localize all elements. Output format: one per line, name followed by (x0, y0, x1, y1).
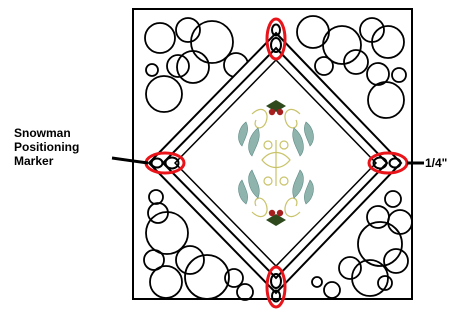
snowman-marker-label: Snowman Positioning Marker (14, 126, 79, 168)
marker-label-line-3: Marker (14, 154, 79, 168)
marker-label-line-1: Snowman (14, 126, 79, 140)
measurement-label: 1/4" (425, 156, 447, 170)
marker-label-line-2: Positioning (14, 140, 79, 154)
